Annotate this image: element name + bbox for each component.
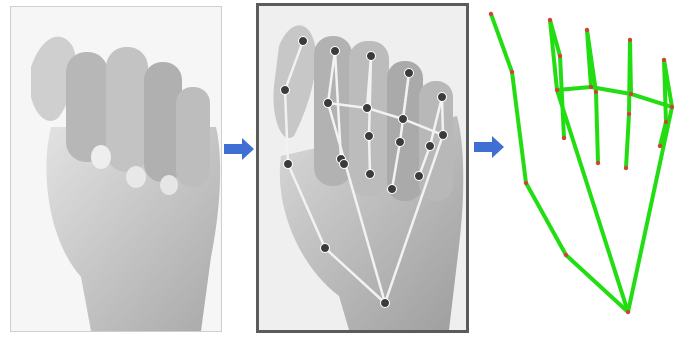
landmark-point-9 [363,104,372,113]
landmark-point-14 [628,38,632,42]
landmark-point-5 [324,99,333,108]
connection-line [664,60,666,122]
connection-line [442,97,443,135]
landmark-point-16 [388,185,397,194]
landmark-point-6 [548,18,552,22]
hand-photo-image [11,7,221,331]
landmark-point-0 [626,310,630,314]
connection-line [560,56,564,138]
landmark-overlay-panel [256,3,469,333]
landmark-point-5 [555,88,559,92]
landmark-point-15 [627,112,631,116]
landmark-point-3 [281,86,290,95]
landmark-overlay-image [259,6,466,330]
landmark-point-13 [629,92,633,96]
landmark-point-19 [426,142,435,151]
landmark-point-10 [367,52,376,61]
landmark-point-14 [405,69,414,78]
connection-line [369,136,370,174]
hand-skeleton-drawing [484,0,684,338]
landmark-point-12 [366,170,375,179]
landmark-point-2 [524,181,528,185]
connection-line [629,40,630,114]
landmark-point-7 [558,54,562,58]
landmark-point-12 [596,161,600,165]
landmark-point-15 [396,138,405,147]
landmark-point-18 [662,58,666,62]
landmark-point-18 [438,93,447,102]
landmark-point-8 [562,136,566,140]
landmark-point-1 [321,244,330,253]
landmark-point-4 [489,12,493,16]
hand-photo-panel [10,6,222,332]
connection-line [512,72,526,183]
connection-line [628,107,672,312]
skeleton-bones [491,14,672,312]
landmark-point-8 [340,160,349,169]
landmark-point-9 [589,85,593,89]
landmark-point-16 [624,166,628,170]
landmark-point-6 [331,47,340,56]
landmark-point-3 [510,70,514,74]
landmark-point-0 [381,299,390,308]
landmark-point-20 [415,172,424,181]
landmark-point-11 [365,132,374,141]
landmark-point-10 [585,28,589,32]
connection-line [626,114,629,168]
landmark-point-17 [439,131,448,140]
landmark-point-13 [399,115,408,124]
landmark-point-17 [670,105,674,109]
landmark-point-1 [564,253,568,257]
connection-line [491,14,512,72]
connection-line [596,92,598,163]
hand-skeleton-panel [484,0,684,338]
right-arrow-icon [222,138,256,160]
connection-line [526,183,566,255]
landmark-point-2 [284,160,293,169]
landmark-point-11 [594,90,598,94]
landmark-point-4 [299,37,308,46]
landmark-point-19 [664,120,668,124]
landmark-point-20 [658,144,662,148]
